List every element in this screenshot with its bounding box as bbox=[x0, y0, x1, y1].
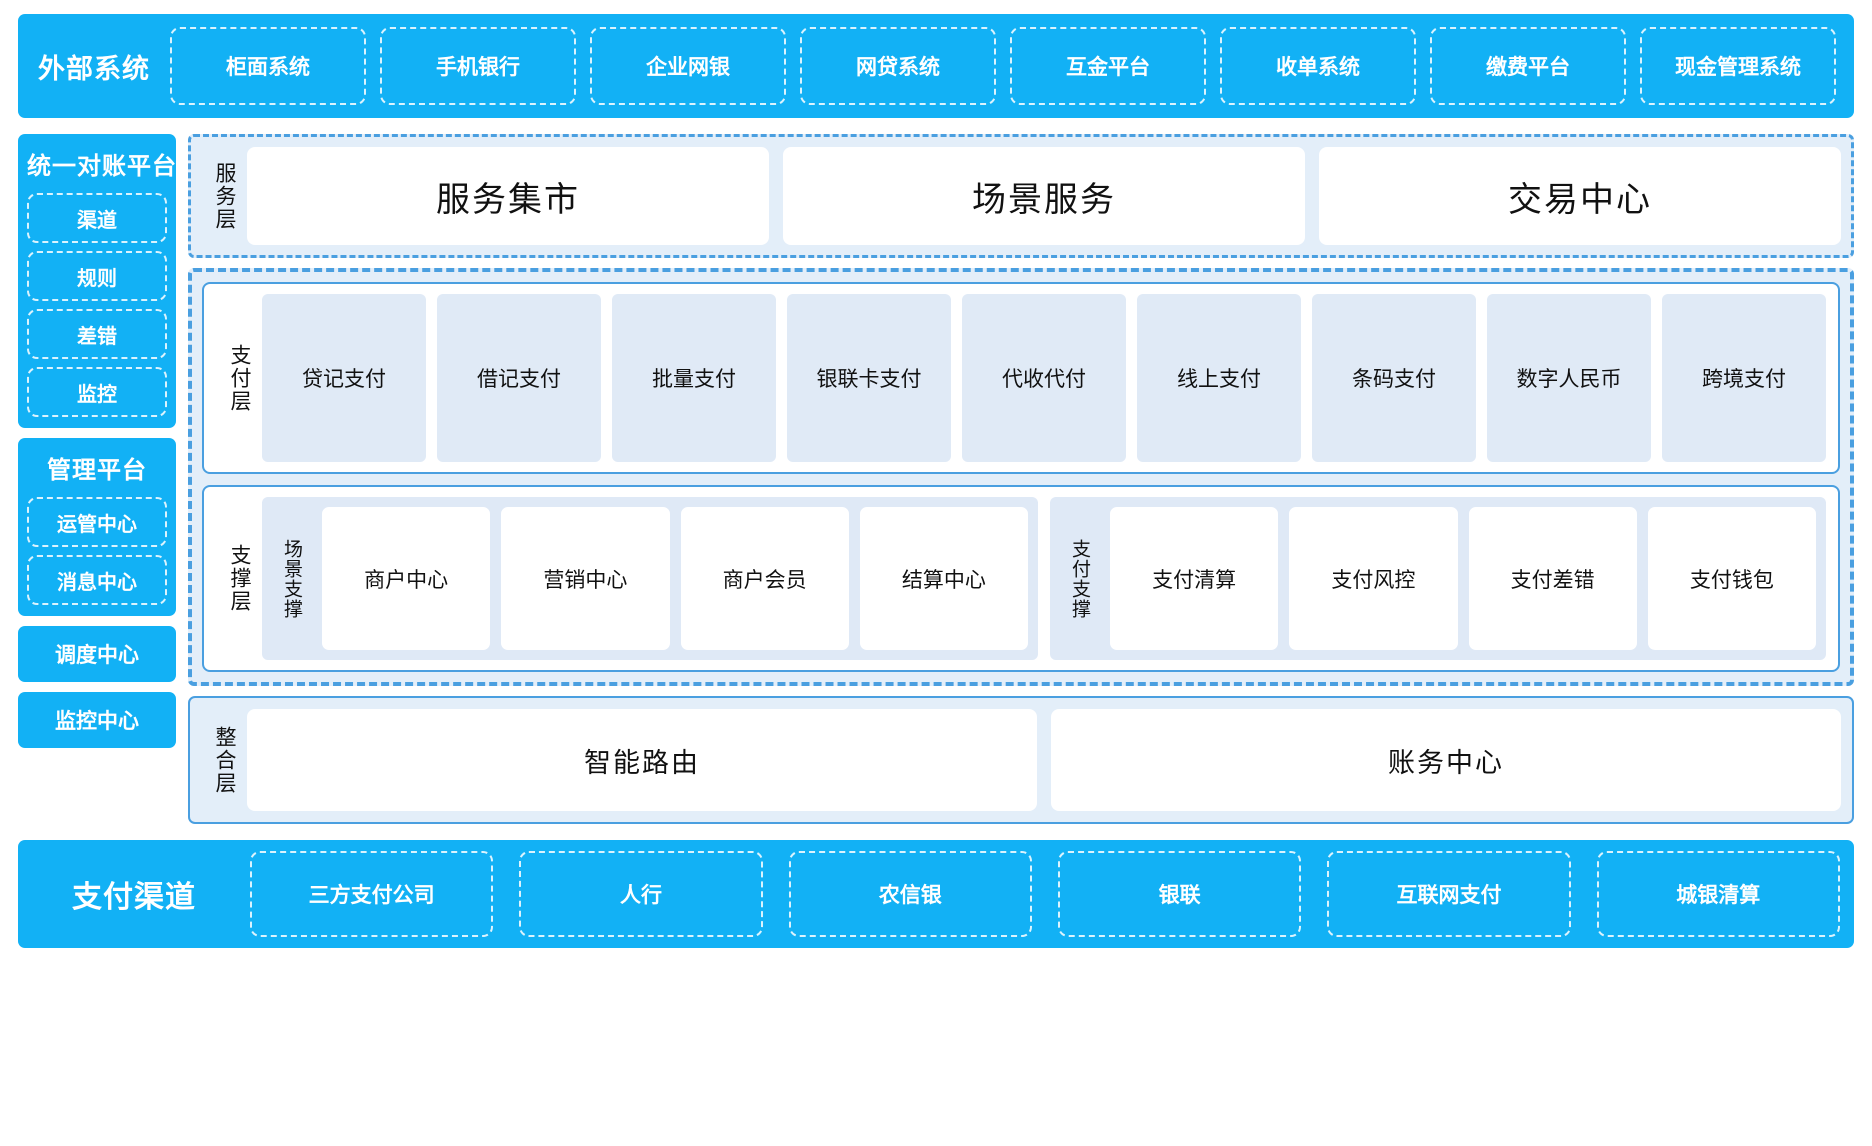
payment-layer-box: 支付层 贷记支付 借记支付 批量支付 银联卡支付 代收代付 线上支付 条码支付 … bbox=[202, 282, 1840, 474]
left-sidebar: 统一对账平台 渠道 规则 差错 监控 管理平台 运管中心 消息中心 调度中心 监… bbox=[18, 134, 176, 824]
payment-card-collection[interactable]: 代收代付 bbox=[962, 294, 1126, 462]
integration-layer-band: 整合层 智能路由 账务中心 bbox=[188, 696, 1854, 824]
payment-card-unionpay[interactable]: 银联卡支付 bbox=[787, 294, 951, 462]
service-layer-band: 服务层 服务集市 场景服务 交易中心 bbox=[188, 134, 1854, 258]
service-layer-cards: 服务集市 场景服务 交易中心 bbox=[247, 147, 1841, 245]
support-card-payment-error[interactable]: 支付差错 bbox=[1468, 507, 1637, 650]
payment-card-online[interactable]: 线上支付 bbox=[1137, 294, 1301, 462]
support-card-merchant-center[interactable]: 商户中心 bbox=[322, 507, 491, 650]
support-card-merchant-member[interactable]: 商户会员 bbox=[680, 507, 849, 650]
service-card-scenario[interactable]: 场景服务 bbox=[783, 147, 1305, 245]
payment-card-debit[interactable]: 借记支付 bbox=[437, 294, 601, 462]
channel-item-rcc[interactable]: 农信银 bbox=[788, 851, 1032, 937]
external-system-item[interactable]: 互金平台 bbox=[1010, 27, 1206, 105]
management-platform-title: 管理平台 bbox=[47, 457, 147, 484]
external-system-item[interactable]: 收单系统 bbox=[1220, 27, 1416, 105]
support-card-settlement-center[interactable]: 结算中心 bbox=[859, 507, 1028, 650]
reconciliation-platform-panel: 统一对账平台 渠道 规则 差错 监控 bbox=[18, 134, 176, 428]
channel-item-unionpay[interactable]: 银联 bbox=[1057, 851, 1302, 937]
channel-item-thirdparty[interactable]: 三方支付公司 bbox=[250, 851, 494, 937]
payment-channels-row: 支付渠道 三方支付公司 人行 农信银 银联 互联网支付 城银清算 bbox=[18, 840, 1854, 948]
payment-support-cards: 支付清算 支付风控 支付差错 支付钱包 bbox=[1110, 507, 1816, 650]
payment-layer-label: 支付层 bbox=[228, 343, 251, 413]
recon-item-monitor[interactable]: 监控 bbox=[27, 367, 167, 417]
service-card-transaction[interactable]: 交易中心 bbox=[1319, 147, 1841, 245]
external-systems-title: 外部系统 bbox=[38, 53, 150, 84]
scheduling-center-block[interactable]: 调度中心 bbox=[18, 626, 176, 682]
support-layer-box: 支撑层 场景支撑 商户中心 营销中心 商户会员 结算中心 bbox=[202, 485, 1840, 672]
payment-card-digital-rmb[interactable]: 数字人民币 bbox=[1487, 294, 1651, 462]
layers-column: 服务层 服务集市 场景服务 交易中心 支付层 贷记支付 借记支付 批量支付 银联… bbox=[188, 134, 1854, 824]
recon-item-rule[interactable]: 规则 bbox=[27, 251, 167, 301]
payment-layer-cards: 贷记支付 借记支付 批量支付 银联卡支付 代收代付 线上支付 条码支付 数字人民… bbox=[262, 294, 1826, 462]
service-card-market[interactable]: 服务集市 bbox=[247, 147, 769, 245]
payment-support-group: 支付支撑 支付清算 支付风控 支付差错 支付钱包 bbox=[1050, 497, 1826, 660]
support-card-payment-riskcontrol[interactable]: 支付风控 bbox=[1289, 507, 1458, 650]
management-platform-panel: 管理平台 运管中心 消息中心 bbox=[18, 438, 176, 616]
recon-item-error[interactable]: 差错 bbox=[27, 309, 167, 359]
support-layer-label: 支撑层 bbox=[228, 544, 251, 613]
channel-item-internet-payment[interactable]: 互联网支付 bbox=[1327, 851, 1571, 937]
core-layers-band: 支付层 贷记支付 借记支付 批量支付 银联卡支付 代收代付 线上支付 条码支付 … bbox=[188, 268, 1854, 686]
middle-area: 统一对账平台 渠道 规则 差错 监控 管理平台 运管中心 消息中心 调度中心 监… bbox=[18, 134, 1854, 824]
service-layer-label: 服务层 bbox=[213, 161, 236, 231]
external-system-item[interactable]: 手机银行 bbox=[380, 27, 576, 105]
payment-card-batch[interactable]: 批量支付 bbox=[612, 294, 776, 462]
channel-item-pboc[interactable]: 人行 bbox=[519, 851, 763, 937]
support-card-payment-clearing[interactable]: 支付清算 bbox=[1110, 507, 1279, 650]
monitoring-center-block[interactable]: 监控中心 bbox=[18, 692, 176, 748]
mgmt-item-operations-center[interactable]: 运管中心 bbox=[27, 497, 167, 547]
payment-channels-list: 三方支付公司 人行 农信银 银联 互联网支付 城银清算 bbox=[250, 851, 1840, 937]
integration-card-smart-routing[interactable]: 智能路由 bbox=[247, 709, 1037, 811]
recon-item-channel[interactable]: 渠道 bbox=[27, 193, 167, 243]
scenario-support-label: 场景支撑 bbox=[281, 538, 302, 619]
support-layer-groups: 场景支撑 商户中心 营销中心 商户会员 结算中心 支付支撑 支付清算 bbox=[262, 497, 1826, 660]
mgmt-item-message-center[interactable]: 消息中心 bbox=[27, 555, 167, 605]
scenario-support-group: 场景支撑 商户中心 营销中心 商户会员 结算中心 bbox=[262, 497, 1038, 660]
external-system-item[interactable]: 缴费平台 bbox=[1430, 27, 1626, 105]
payment-card-barcode[interactable]: 条码支付 bbox=[1312, 294, 1476, 462]
external-systems-list: 柜面系统 手机银行 企业网银 网贷系统 互金平台 收单系统 缴费平台 现金管理系… bbox=[170, 27, 1840, 105]
reconciliation-platform-title: 统一对账平台 bbox=[27, 153, 177, 180]
integration-layer-label: 整合层 bbox=[213, 725, 236, 795]
scenario-support-cards: 商户中心 营销中心 商户会员 结算中心 bbox=[322, 507, 1028, 650]
external-system-item[interactable]: 企业网银 bbox=[590, 27, 786, 105]
integration-card-accounting-center[interactable]: 账务中心 bbox=[1051, 709, 1841, 811]
support-card-payment-wallet[interactable]: 支付钱包 bbox=[1647, 507, 1816, 650]
integration-layer-cards: 智能路由 账务中心 bbox=[247, 709, 1841, 811]
payment-card-crossborder[interactable]: 跨境支付 bbox=[1662, 294, 1826, 462]
external-system-item[interactable]: 现金管理系统 bbox=[1640, 27, 1836, 105]
external-system-item[interactable]: 柜面系统 bbox=[170, 27, 366, 105]
external-system-item[interactable]: 网贷系统 bbox=[800, 27, 996, 105]
external-systems-row: 外部系统 柜面系统 手机银行 企业网银 网贷系统 互金平台 收单系统 缴费平台 … bbox=[18, 14, 1854, 118]
channel-item-city-clearing[interactable]: 城银清算 bbox=[1596, 851, 1840, 937]
support-card-marketing-center[interactable]: 营销中心 bbox=[501, 507, 670, 650]
payment-card-credit[interactable]: 贷记支付 bbox=[262, 294, 426, 462]
payment-support-label: 支付支撑 bbox=[1069, 538, 1090, 619]
payment-channels-title: 支付渠道 bbox=[72, 881, 196, 914]
